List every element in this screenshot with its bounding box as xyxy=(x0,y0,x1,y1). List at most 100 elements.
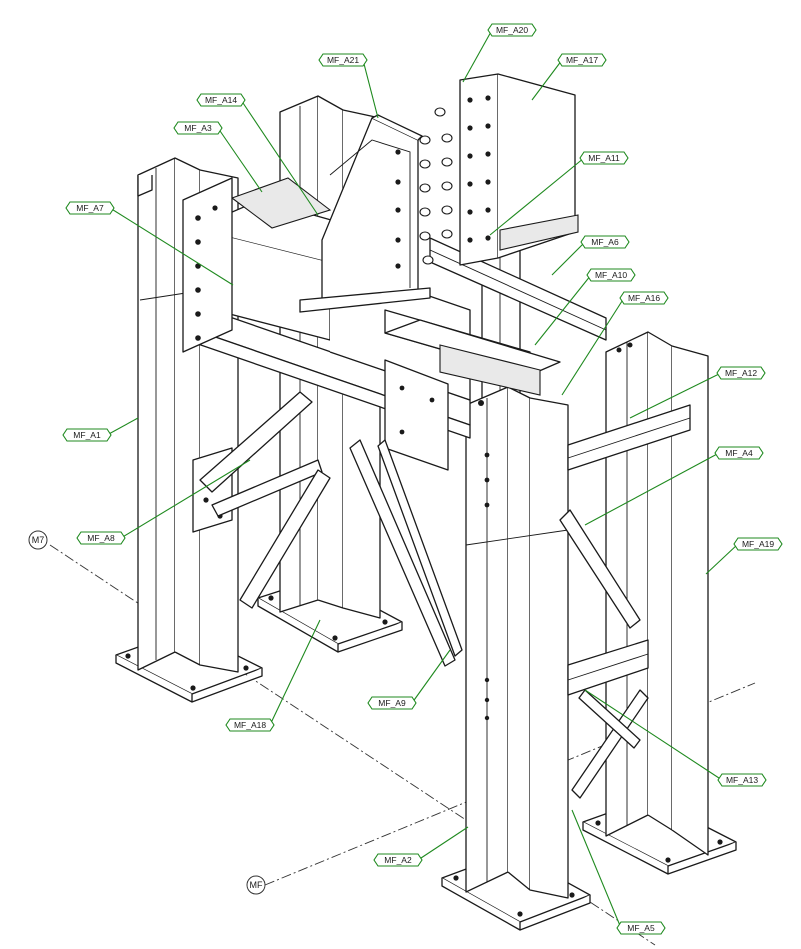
leader-line-a11 xyxy=(489,157,585,236)
callout-a13: MF_A13 xyxy=(584,689,767,787)
leader-line-a4 xyxy=(584,452,720,526)
callout-a1: MF_A1 xyxy=(62,417,139,442)
beam-upper-right xyxy=(429,237,607,341)
tag-label-a10: MF_A10 xyxy=(595,270,627,280)
callout-a11: MF_A11 xyxy=(489,151,629,236)
leader-line-a7 xyxy=(109,207,234,286)
leader-line-a5 xyxy=(571,809,622,929)
leader-line-a21 xyxy=(362,59,379,119)
brace-lower-right xyxy=(578,689,641,749)
tag-label-a4: MF_A4 xyxy=(725,448,753,458)
brace-lower-left xyxy=(239,469,331,609)
leader-line-a6 xyxy=(551,241,586,276)
callout-a9: MF_A9 xyxy=(367,649,451,710)
tag-box-a7 xyxy=(65,201,115,215)
callout-a16: MF_A16 xyxy=(561,291,669,396)
callout-a10: MF_A10 xyxy=(534,268,636,346)
tag-label-a18: MF_A18 xyxy=(234,720,266,730)
callout-a14: MF_A14 xyxy=(196,93,319,216)
tag-label-a3: MF_A3 xyxy=(184,123,212,133)
gusset-plate-top xyxy=(299,114,431,313)
tag-box-a1 xyxy=(62,428,112,442)
tag-box-a17 xyxy=(557,53,607,67)
plates xyxy=(182,73,579,533)
leader-line-a12 xyxy=(629,372,722,419)
callout-a12: MF_A12 xyxy=(629,366,766,419)
callout-a21: MF_A21 xyxy=(318,53,379,119)
tag-box-a21 xyxy=(318,53,368,67)
tag-box-a2 xyxy=(373,853,423,867)
tag-box-a9 xyxy=(367,696,417,710)
tag-label-a7: MF_A7 xyxy=(76,203,104,213)
callout-a19: MF_A19 xyxy=(705,537,783,575)
leader-line-a20 xyxy=(462,29,493,83)
leader-line-a16 xyxy=(561,297,625,396)
tag-box-a18 xyxy=(225,718,275,732)
tag-box-a8 xyxy=(76,531,126,545)
tag-label-a9: MF_A9 xyxy=(378,698,406,708)
callout-a20: MF_A20 xyxy=(462,23,537,83)
leader-line-a14 xyxy=(240,99,319,216)
callout-a17: MF_A17 xyxy=(531,53,607,101)
tag-box-a11 xyxy=(579,151,629,165)
tag-box-a5 xyxy=(616,921,666,935)
tag-label-a17: MF_A17 xyxy=(566,55,598,65)
tag-label-a12: MF_A12 xyxy=(725,368,757,378)
tag-label-a1: MF_A1 xyxy=(73,430,101,440)
callout-a7: MF_A7 xyxy=(65,201,234,286)
leader-line-a3 xyxy=(217,127,263,193)
tag-label-a21: MF_A21 xyxy=(327,55,359,65)
callout-a4: MF_A4 xyxy=(584,446,764,526)
tag-label-a6: MF_A6 xyxy=(591,237,619,247)
callout-a5: MF_A5 xyxy=(571,809,666,935)
leader-line-a8 xyxy=(120,459,251,539)
tag-label-a2: MF_A2 xyxy=(384,855,412,865)
callout-a3: MF_A3 xyxy=(173,121,263,193)
tag-box-a3 xyxy=(173,121,223,135)
leader-line-a10 xyxy=(534,274,592,346)
tag-label-a13: MF_A13 xyxy=(726,775,758,785)
bolt-nut-cluster xyxy=(419,107,453,265)
tag-box-a20 xyxy=(487,23,537,37)
end-plate-left xyxy=(182,177,233,353)
tag-label-a5: MF_A5 xyxy=(627,923,655,933)
bracing xyxy=(199,391,649,799)
column-front-center xyxy=(465,386,569,899)
tag-box-a6 xyxy=(580,235,630,249)
leader-line-a2 xyxy=(417,826,469,861)
leader-line-a13 xyxy=(584,689,723,781)
callout-a18: MF_A18 xyxy=(225,619,321,732)
brace-mf-a9 xyxy=(349,439,456,667)
brace-mf-a9-inner xyxy=(377,439,463,657)
leader-line-a9 xyxy=(411,649,451,704)
svg-text:MF: MF xyxy=(250,880,263,890)
grid-line-m7 xyxy=(49,544,656,946)
grid-bubble-m7: M7 xyxy=(28,530,48,550)
tag-box-a13 xyxy=(717,773,767,787)
tag-label-a16: MF_A16 xyxy=(628,293,660,303)
beam-cross-upper xyxy=(567,404,691,471)
beam-cross-lower xyxy=(567,639,649,696)
tag-label-a11: MF_A11 xyxy=(588,153,620,163)
tag-label-a19: MF_A19 xyxy=(742,539,774,549)
grid-bubble-mf: MF xyxy=(246,875,266,895)
tag-box-a4 xyxy=(714,446,764,460)
leader-line-a17 xyxy=(531,59,563,101)
leader-line-a18 xyxy=(269,619,321,726)
callout-a8: MF_A8 xyxy=(76,459,251,545)
brace-upper-left xyxy=(199,391,313,493)
center-web-plate xyxy=(384,359,449,471)
tag-label-a20: MF_A20 xyxy=(496,25,528,35)
leader-line-a19 xyxy=(705,543,739,575)
bolted-bracket xyxy=(459,73,579,266)
tag-box-a16 xyxy=(619,291,669,305)
tag-box-a14 xyxy=(196,93,246,107)
tag-label-a8: MF_A8 xyxy=(87,533,115,543)
tag-box-a10 xyxy=(586,268,636,282)
svg-text:M7: M7 xyxy=(32,535,45,545)
tag-box-a12 xyxy=(716,366,766,380)
brace-mf-a4 xyxy=(559,509,641,629)
tag-label-a14: MF_A14 xyxy=(205,95,237,105)
callout-a2: MF_A2 xyxy=(373,826,469,867)
callout-a6: MF_A6 xyxy=(551,235,630,276)
